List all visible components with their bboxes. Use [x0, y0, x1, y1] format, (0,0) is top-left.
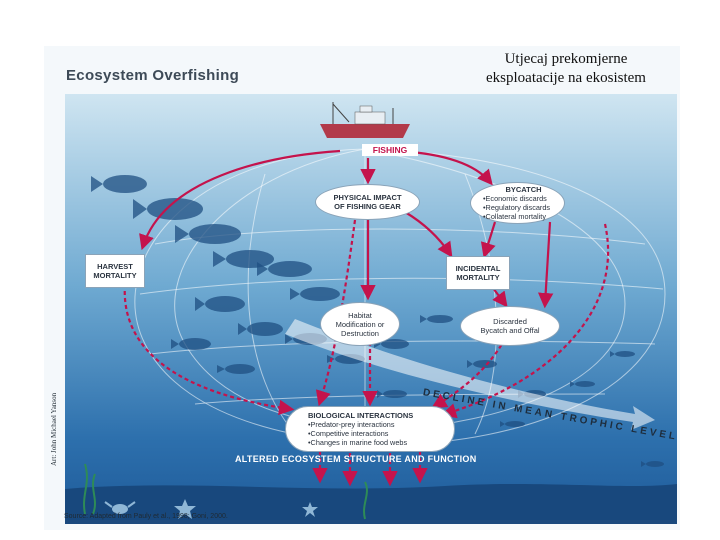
biological-heading: BIOLOGICAL INTERACTIONS — [308, 411, 414, 420]
seafloor — [65, 484, 677, 524]
starfish-icon — [174, 499, 196, 519]
slide-title-line-2: eksploatacije na ekosistem — [486, 70, 646, 86]
fish-icon — [257, 261, 312, 277]
art-credit: Art: John Michael Yanson — [50, 392, 58, 466]
biological-interactions-node: BIOLOGICAL INTERACTIONS •Predator-prey i… — [285, 406, 455, 452]
habitat-node: Habitat Modification or Destruction — [320, 302, 400, 346]
discarded-line-2: Bycatch and Offal — [480, 326, 540, 335]
bycatch-item: •Economic discards — [483, 194, 547, 203]
arrow-harvest-to-bio — [123, 283, 295, 416]
bycatch-item: •Collateral mortality — [483, 212, 546, 221]
altered-ecosystem-label: ALTERED ECOSYSTEM STRUCTURE AND FUNCTION — [235, 454, 477, 464]
harvest-mortality-line-1: HARVEST — [97, 262, 133, 271]
figure-title: Ecosystem Overfishing — [66, 67, 240, 84]
figure-panel: Ecosystem Overfishing — [44, 46, 680, 530]
fish-icon — [570, 381, 595, 387]
source-note: Source: Adapted from Pauly et al., 1998;… — [64, 513, 228, 520]
habitat-line-2: Modification or — [335, 319, 385, 329]
harvest-mortality-line-2: MORTALITY — [93, 271, 137, 280]
discarded-node: Discarded Bycatch and Offal — [460, 306, 560, 346]
fish-icon — [217, 364, 255, 374]
bycatch-heading: BYCATCH — [505, 185, 542, 194]
harvest-mortality-node: HARVEST MORTALITY — [85, 254, 145, 288]
fish-icon — [610, 351, 635, 357]
slide-title: Utjecaj prekomjerne eksploatacije na eko… — [452, 50, 680, 88]
slide-margin — [680, 46, 720, 540]
biological-item: •Predator-prey interactions — [308, 420, 395, 429]
fishing-label: FISHING — [362, 144, 418, 156]
ocean-scene: FISHING PHYSICAL IMPACT OF FISHING GEAR … — [65, 94, 677, 524]
fish-icon — [420, 315, 453, 323]
physical-impact-node: PHYSICAL IMPACT OF FISHING GEAR — [315, 184, 420, 220]
arrow-bycatch-to-bio — [440, 223, 610, 419]
bycatch-node: BYCATCH •Economic discards •Regulatory d… — [470, 182, 565, 224]
arrow-physical-to-incidental — [404, 211, 453, 258]
seaweed-icon — [83, 463, 368, 520]
fish-icon — [500, 421, 525, 427]
arrow-fishing-to-harvest — [139, 149, 341, 251]
arrow-bycatch-to-discarded — [537, 221, 554, 309]
habitat-line-1: Habitat — [348, 310, 372, 320]
fish-icon — [213, 250, 274, 268]
habitat-line-3: Destruction — [341, 328, 379, 338]
fish-icon — [91, 175, 147, 193]
scene-graphics — [65, 102, 677, 524]
crab-icon — [104, 501, 136, 514]
physical-impact-line-2: OF FISHING GEAR — [334, 202, 401, 211]
fish-icon — [377, 390, 407, 398]
discarded-line-1: Discarded — [493, 317, 527, 326]
fish-icon — [175, 224, 241, 244]
biological-item: •Competitive interactions — [308, 429, 389, 438]
fish-icon — [290, 287, 340, 301]
biological-item: •Changes in marine food webs — [308, 438, 408, 447]
incidental-mortality-node: INCIDENTAL MORTALITY — [446, 256, 510, 290]
incidental-mortality-line-2: MORTALITY — [456, 273, 500, 282]
incidental-mortality-line-1: INCIDENTAL — [455, 264, 501, 273]
fish-icon — [195, 296, 245, 312]
arrow-bycatch-to-incidental — [480, 221, 497, 259]
bycatch-item: •Regulatory discards — [483, 203, 551, 212]
fish-icon — [171, 338, 211, 350]
starfish-icon — [302, 502, 318, 517]
fish-icon — [238, 322, 283, 336]
trophic-level-arrow — [285, 319, 655, 430]
physical-impact-line-1: PHYSICAL IMPACT — [333, 193, 402, 202]
fishing-boat-icon — [320, 102, 410, 138]
fish-icon — [467, 360, 497, 368]
slide-title-line-1: Utjecaj prekomjerne — [504, 51, 628, 67]
fish-icon — [641, 461, 664, 467]
